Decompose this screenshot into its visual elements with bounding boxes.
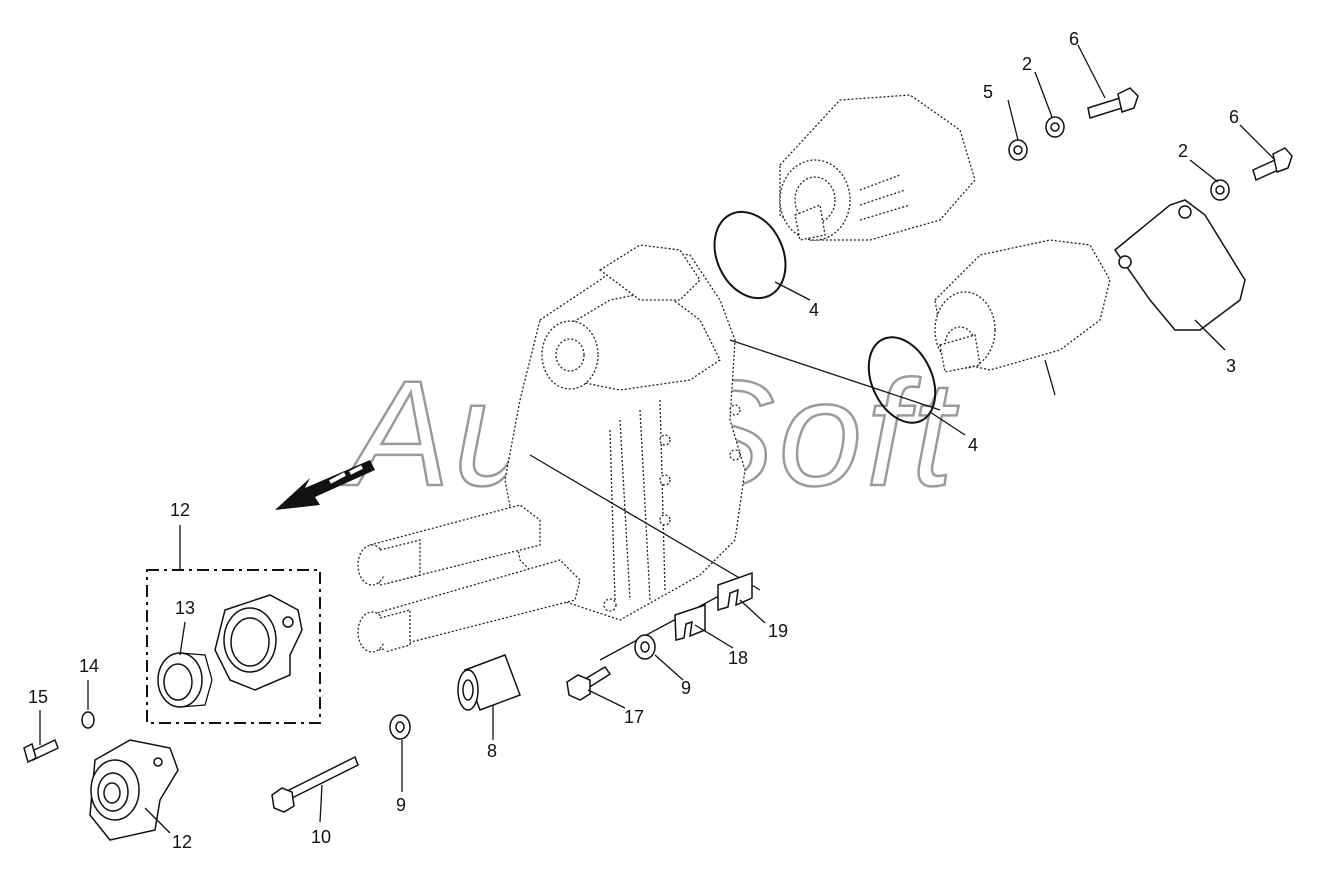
callout-14: 14	[79, 656, 99, 676]
hydraulic-motor-upper	[779, 94, 976, 241]
callout-12-bearing: 12	[172, 832, 192, 852]
bolt-6-lower	[1252, 147, 1293, 182]
bolt-10	[271, 755, 359, 813]
o-ring-lower	[867, 336, 937, 424]
washer-5-hole	[1013, 145, 1023, 155]
callout-2-upper: 2	[1022, 54, 1032, 74]
callout-19: 19	[768, 621, 788, 641]
washer-2-upper-hole	[1050, 122, 1060, 132]
output-shaft-lower	[357, 559, 581, 653]
shim-19	[717, 571, 753, 612]
callout-5: 5	[983, 82, 993, 102]
bolt-17	[566, 666, 612, 701]
callout-6-upper: 6	[1069, 29, 1079, 49]
callout-9-lower: 9	[396, 795, 406, 815]
bearing-13	[157, 652, 213, 708]
callout-9-upper: 9	[681, 678, 691, 698]
callout-3: 3	[1226, 356, 1236, 376]
callout-4-lower: 4	[968, 435, 978, 455]
shim-18	[674, 603, 706, 641]
bolt-6-upper	[1087, 87, 1139, 119]
assembly-line-1	[729, 339, 941, 411]
callout-4-upper: 4	[809, 300, 819, 320]
output-shaft-upper	[357, 504, 541, 586]
gearbox-housing	[504, 244, 746, 621]
washer-9-lower-hole	[395, 721, 405, 733]
callout-15: 15	[28, 687, 48, 707]
callout-2-lower: 2	[1178, 141, 1188, 161]
hydraulic-motor-lower	[934, 239, 1111, 396]
callout-13: 13	[175, 598, 195, 618]
washer-9-upper-hole	[640, 641, 650, 653]
mounting-bracket	[1113, 199, 1246, 331]
spacer-sleeve-8	[457, 654, 521, 711]
callout-17: 17	[624, 707, 644, 727]
flange-housing-kit	[214, 594, 303, 691]
flange-bearing-12	[89, 739, 179, 841]
leader-lines	[39, 44, 1276, 834]
washer-2-lower-hole	[1215, 185, 1225, 195]
callout-6-lower: 6	[1229, 107, 1239, 127]
assembly-line-2	[529, 454, 761, 591]
bracket-hole-1	[1178, 205, 1192, 219]
direction-arrow	[275, 460, 375, 510]
washer-14	[81, 711, 95, 729]
callout-8: 8	[487, 741, 497, 761]
bracket-hole-2	[1118, 255, 1132, 269]
callout-10: 10	[311, 827, 331, 847]
callout-18: 18	[728, 648, 748, 668]
callout-12-kit: 12	[170, 500, 190, 520]
bolt-15	[23, 738, 59, 764]
assembly-line-3	[599, 589, 731, 661]
kit-box	[146, 569, 321, 724]
o-ring-upper	[713, 210, 787, 300]
